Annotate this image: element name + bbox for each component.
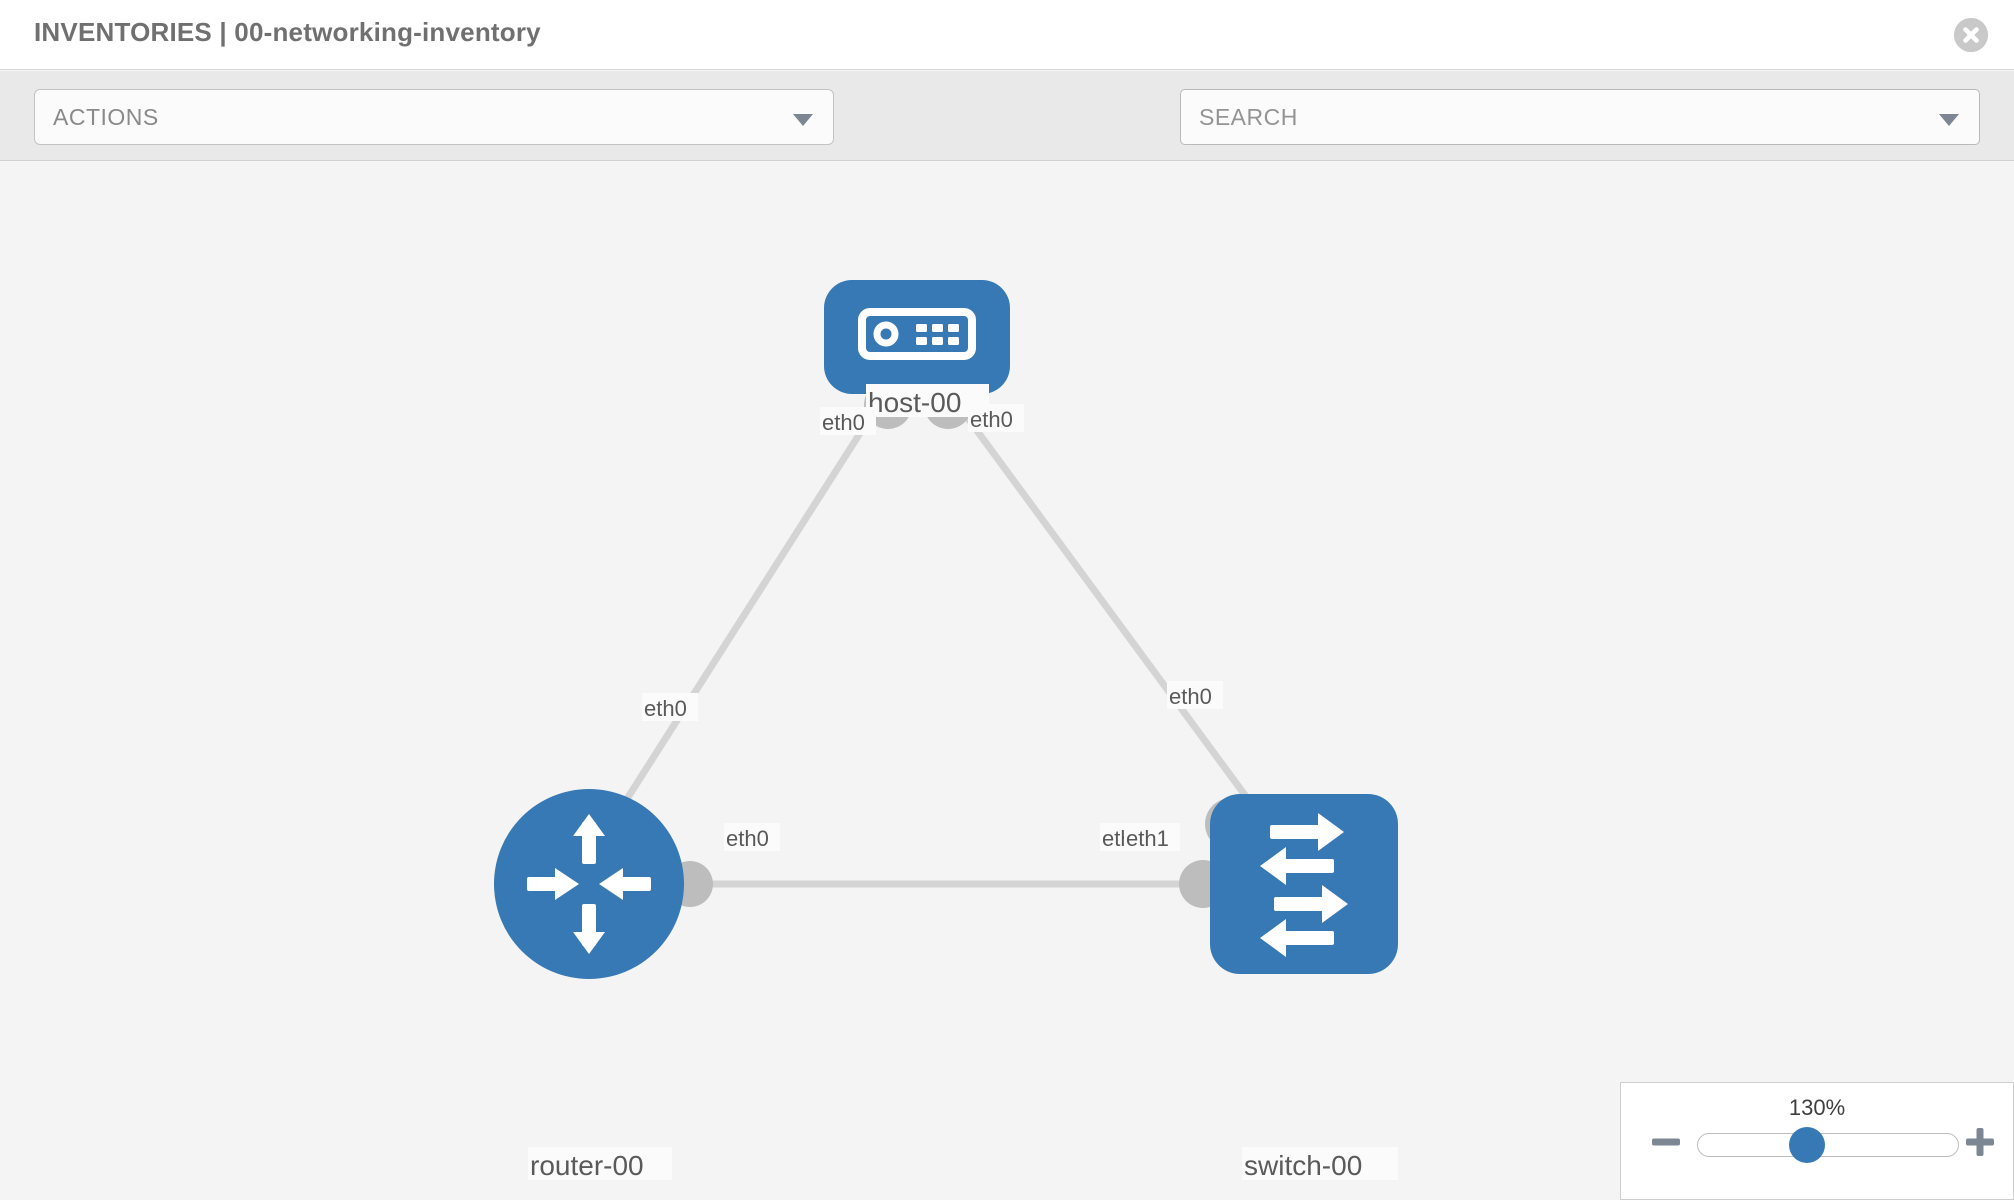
switch-exchange-icon xyxy=(1260,813,1348,957)
node-host-00[interactable]: host-00 xyxy=(824,280,1010,418)
edge-label-router-up: eth0 xyxy=(642,693,698,721)
page-title: INVENTORIES | 00-networking-inventory xyxy=(34,17,541,47)
svg-text:eth0: eth0 xyxy=(644,696,687,721)
actions-dropdown-label: ACTIONS xyxy=(53,104,159,130)
edge-label-router-right: eth0 xyxy=(724,823,780,851)
node-label-router-00: router-00 xyxy=(530,1150,644,1181)
svg-text:eth0: eth0 xyxy=(970,407,1013,432)
plus-icon[interactable] xyxy=(1963,1125,1997,1159)
edge-label-switch-up: eth0 xyxy=(1167,681,1223,709)
chevron-down-icon xyxy=(793,114,813,126)
router-node-shape[interactable] xyxy=(494,789,684,979)
zoom-level-label: 130% xyxy=(1788,1095,1846,1120)
node-label-host-00: host-00 xyxy=(868,387,961,418)
zoom-slider-thumb[interactable] xyxy=(1789,1127,1825,1163)
actions-dropdown[interactable]: ACTIONS xyxy=(34,89,834,145)
server-device-icon xyxy=(858,308,976,360)
node-label-switch-00: switch-00 xyxy=(1244,1150,1362,1181)
node-switch-00[interactable]: switch-00 xyxy=(1210,794,1398,1181)
svg-text:eth1: eth1 xyxy=(1126,826,1169,851)
minus-icon[interactable] xyxy=(1649,1125,1683,1159)
edge-label-host-left: eth0 xyxy=(820,407,876,435)
zoom-slider-track[interactable] xyxy=(1697,1133,1959,1157)
edge-label-host-right: eth0 xyxy=(968,404,1024,432)
page-header: INVENTORIES | 00-networking-inventory xyxy=(0,0,2014,70)
toolbar: ACTIONS SEARCH xyxy=(0,71,2014,201)
switch-node-shape[interactable] xyxy=(1210,794,1398,974)
close-icon[interactable] xyxy=(1954,18,1988,52)
svg-text:eth0: eth0 xyxy=(726,826,769,851)
edge-host-router[interactable] xyxy=(622,392,888,804)
search-input[interactable]: SEARCH xyxy=(1180,89,1980,145)
zoom-control-panel: 130% xyxy=(1620,1082,2014,1200)
svg-text:eth0: eth0 xyxy=(822,410,865,435)
svg-text:eth0: eth0 xyxy=(1169,684,1212,709)
edge-host-switch[interactable] xyxy=(947,391,1253,805)
topology-canvas[interactable]: host-00 xyxy=(0,162,2014,1200)
edge-label-switch-left: eth1 xyxy=(1124,823,1180,851)
topology-graph: host-00 xyxy=(494,280,1398,1181)
router-arrows-icon xyxy=(527,814,651,954)
node-router-00[interactable]: router-00 xyxy=(494,789,684,1181)
search-placeholder-text: SEARCH xyxy=(1199,104,1298,130)
host-node-shape[interactable] xyxy=(824,280,1010,394)
search-chevron-down-icon[interactable] xyxy=(1939,114,1959,126)
